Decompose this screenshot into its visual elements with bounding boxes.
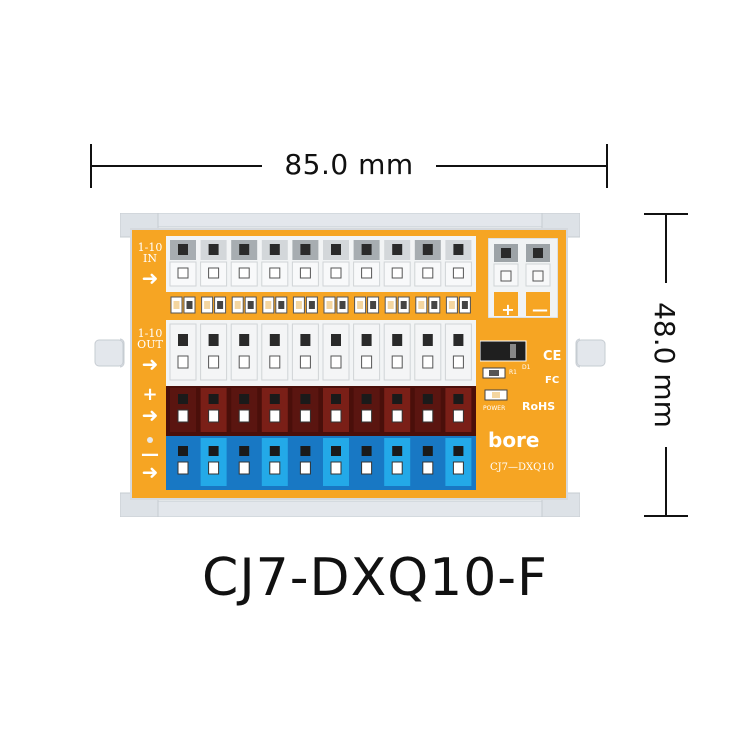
plus-terminal[interactable] [292,388,319,432]
minus-terminal[interactable] [353,438,380,486]
in-label: 1-10 IN [134,242,166,264]
product-model-title: CJ7-DXQ10-F [202,548,548,608]
terminal-blocks [166,236,476,490]
power-label: POWER [483,405,506,412]
in-terminal[interactable] [169,240,197,287]
led-indicator [170,296,196,314]
plus-terminal[interactable] [200,388,227,432]
plus-terminal[interactable] [445,388,472,432]
led-indicator [292,296,318,314]
power-terminal-2[interactable] [525,244,551,287]
minus-terminal[interactable] [231,438,258,486]
in-arrow-icon: ➜ [141,266,159,290]
out-label-line2: OUT [137,338,163,351]
plus-terminal[interactable] [261,388,288,432]
power-led-icon [484,389,508,401]
r1-label: R1 [509,369,517,376]
side-clip-left [94,339,124,367]
width-dimension-line-right [436,165,606,167]
minus-terminal[interactable] [200,438,227,486]
led-indicator [384,296,410,314]
d1-label: D1 [522,364,531,371]
in-terminal[interactable] [291,240,319,287]
plus-terminal[interactable] [353,388,380,432]
out-terminal[interactable] [414,323,442,381]
board-model-label: CJ7—DXQ10 [490,462,555,473]
in-terminal[interactable] [200,240,228,287]
rohs-mark: RoHS [522,400,556,413]
width-dimension-label: 85.0 mm [284,148,414,181]
height-dimension-line-bottom [665,447,667,515]
power-plus-label: + [501,300,515,319]
in-terminal[interactable] [322,240,350,287]
out-label: 1-10 OUT [134,328,166,350]
led-indicator [262,296,288,314]
width-dimension-line-left [92,165,262,167]
height-dimension-tick-bottom [644,515,688,517]
in-terminal[interactable] [383,240,411,287]
diode-component [480,340,527,362]
led-indicator [415,296,441,314]
minus-arrow-icon: ➜ [141,460,159,484]
power-terminal-block [488,238,558,318]
minus-terminal[interactable] [292,438,319,486]
power-minus-label: — [532,300,548,319]
height-dimension-line-top [665,215,667,283]
in-terminal[interactable] [261,240,289,287]
out-terminal[interactable] [353,323,381,381]
height-dimension-label: 48.0 mm [648,302,681,428]
height-dimension-tick-top [644,213,688,215]
led-indicator [201,296,227,314]
led-indicator [323,296,349,314]
out-arrow-icon: ➜ [141,352,159,376]
in-terminal[interactable] [353,240,381,287]
ce-mark: CE [543,349,562,364]
minus-terminal[interactable] [384,438,411,486]
plus-arrow-icon: ➜ [141,403,159,427]
minus-terminal[interactable] [445,438,472,486]
plus-label: + [142,384,158,405]
out-terminal[interactable] [230,323,258,381]
in-terminal[interactable] [444,240,472,287]
width-dimension-tick-left [90,144,92,188]
plus-terminal[interactable] [384,388,411,432]
out-label-line1: 1-10 [137,327,163,340]
width-dimension: 85.0 mm [90,144,608,188]
status-led-icon [147,437,153,443]
out-terminal[interactable] [444,323,472,381]
power-terminal-1[interactable] [493,244,519,287]
in-terminal[interactable] [230,240,258,287]
plus-terminal[interactable] [414,388,441,432]
minus-label: — [141,444,159,465]
minus-terminal[interactable] [170,438,196,486]
out-terminal[interactable] [383,323,411,381]
out-terminal[interactable] [322,323,350,381]
minus-terminal[interactable] [323,438,349,486]
resistor-component [482,367,506,379]
out-terminal[interactable] [261,323,289,381]
brand-logo: bore [488,428,540,452]
led-indicator [354,296,380,314]
out-terminal[interactable] [200,323,228,381]
in-label-line2: IN [143,252,157,265]
side-clip-right [576,339,606,367]
led-indicator [445,296,471,314]
fc-mark: FC [545,375,560,386]
minus-terminal[interactable] [414,438,441,486]
minus-terminal[interactable] [261,438,288,486]
out-terminal[interactable] [291,323,319,381]
plus-terminal[interactable] [231,388,258,432]
height-dimension: 48.0 mm [644,213,688,517]
out-terminal[interactable] [169,323,197,381]
plus-terminal[interactable] [170,388,196,432]
led-indicator [231,296,257,314]
in-terminal[interactable] [414,240,442,287]
in-label-line1: 1-10 [137,241,163,254]
width-dimension-tick-right [606,144,608,188]
plus-terminal[interactable] [323,388,349,432]
